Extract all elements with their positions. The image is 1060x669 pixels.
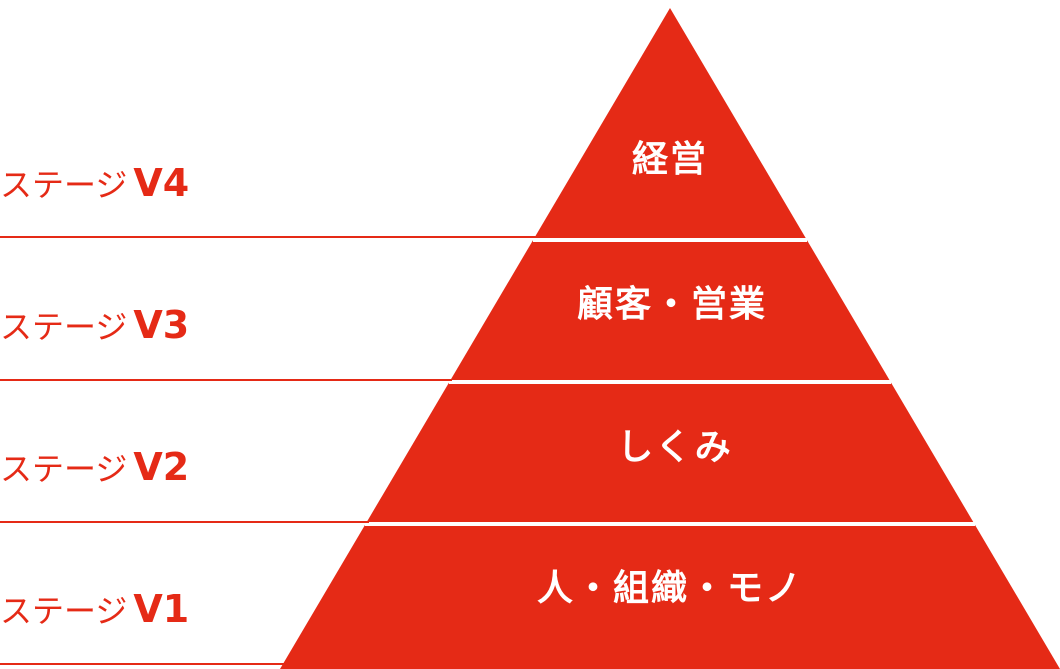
stage-code: V2 (133, 445, 190, 489)
stage-prefix: ステージ (0, 592, 128, 630)
stage-prefix: ステージ (0, 308, 128, 346)
pyramid-shape (280, 8, 1060, 669)
tier-label-customer-sales: 顧客・営業 (576, 284, 768, 325)
stage-code: V4 (133, 161, 190, 205)
tier-label-people-org-things: 人・組織・モノ (536, 568, 804, 609)
stage-prefix: ステージ (0, 450, 128, 488)
stage-code: V1 (133, 587, 190, 631)
stage-code: V3 (133, 303, 190, 347)
stage-prefix: ステージ (0, 166, 128, 204)
tier-label-management: 経営 (631, 139, 709, 180)
tier-label-systems: しくみ (617, 427, 733, 468)
